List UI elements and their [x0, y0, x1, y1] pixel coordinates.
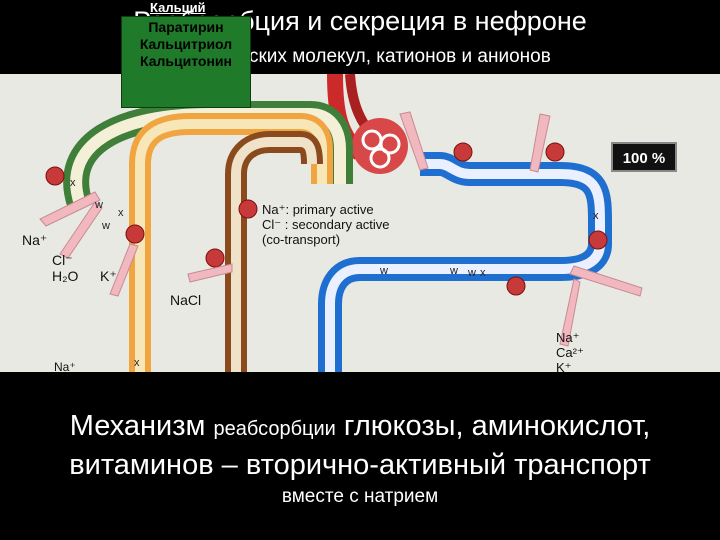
glomerulus [352, 118, 408, 174]
nephron-diagram: x w x w w x w x w x Na⁺ Cl⁻ H₂O K⁺ NaCl … [0, 74, 720, 375]
page-subtitle: органических молекул, катионов и анионов [169, 46, 551, 67]
svg-text:x: x [70, 177, 76, 189]
reabsorption-arrows [39, 111, 643, 347]
ion-na-left: Na⁺ [22, 232, 48, 248]
hormone-heading: Кальций [150, 0, 206, 15]
hormone-list: Паратирин Кальцитриол Кальцитонин [121, 16, 251, 108]
svg-text:w: w [94, 199, 103, 211]
legend-primary: Na⁺: primary active [262, 202, 374, 217]
transport-legend: Na⁺: primary active Cl⁻ : secondary acti… [262, 202, 390, 247]
percent-badge: 100 % [611, 142, 677, 172]
svg-text:x: x [118, 207, 124, 219]
ion-cl-left: Cl⁻ [52, 252, 73, 268]
ion-h2o-left: H₂O [52, 268, 79, 284]
mechanism-text-b: глюкозы, аминокислот, [335, 410, 651, 442]
ion-ca-right: Ca²⁺ [556, 345, 584, 360]
hormone-item: Кальцитонин [140, 53, 232, 69]
svg-text:x: x [593, 210, 599, 222]
nephron-illustration: x w x w w x w x w x [39, 74, 643, 372]
svg-text:x: x [480, 267, 486, 279]
svg-text:w: w [379, 265, 388, 277]
ion-k-left: K⁺ [100, 268, 117, 284]
ion-nacl: NaCl [170, 292, 202, 308]
mechanism-text-small: реабсорбции [213, 418, 336, 440]
transport-marks: x w x w w x w x w x [70, 177, 599, 369]
legend-secondary: Cl⁻ : secondary active [262, 217, 390, 232]
pump-markers [45, 142, 608, 296]
page-title: Реабсорбция и секреция в нефроне [133, 6, 587, 36]
hormone-item: Паратирин [148, 19, 224, 35]
ion-group-right: Na⁺ Ca²⁺ K⁺ [556, 330, 584, 375]
svg-text:w: w [101, 220, 110, 232]
mechanism-line-3: вместе с натрием [281, 486, 439, 507]
ion-na-bottom: Na⁺ [54, 360, 76, 374]
mechanism-line-2: витаминов – вторично-активный транспорт [69, 449, 651, 481]
svg-text:w: w [467, 267, 476, 279]
legend-cotransport: (co-transport) [262, 232, 341, 247]
svg-text:w: w [449, 265, 458, 277]
hormone-item: Кальцитриол [139, 36, 233, 52]
ion-na-right: Na⁺ [556, 330, 580, 345]
mechanism-text-a: Механизм [69, 410, 214, 442]
svg-text:x: x [134, 357, 140, 369]
mechanism-line-1: Механизм реабсорбции глюкозы, аминокисло… [0, 410, 720, 443]
ion-k-right: K⁺ [556, 360, 572, 375]
